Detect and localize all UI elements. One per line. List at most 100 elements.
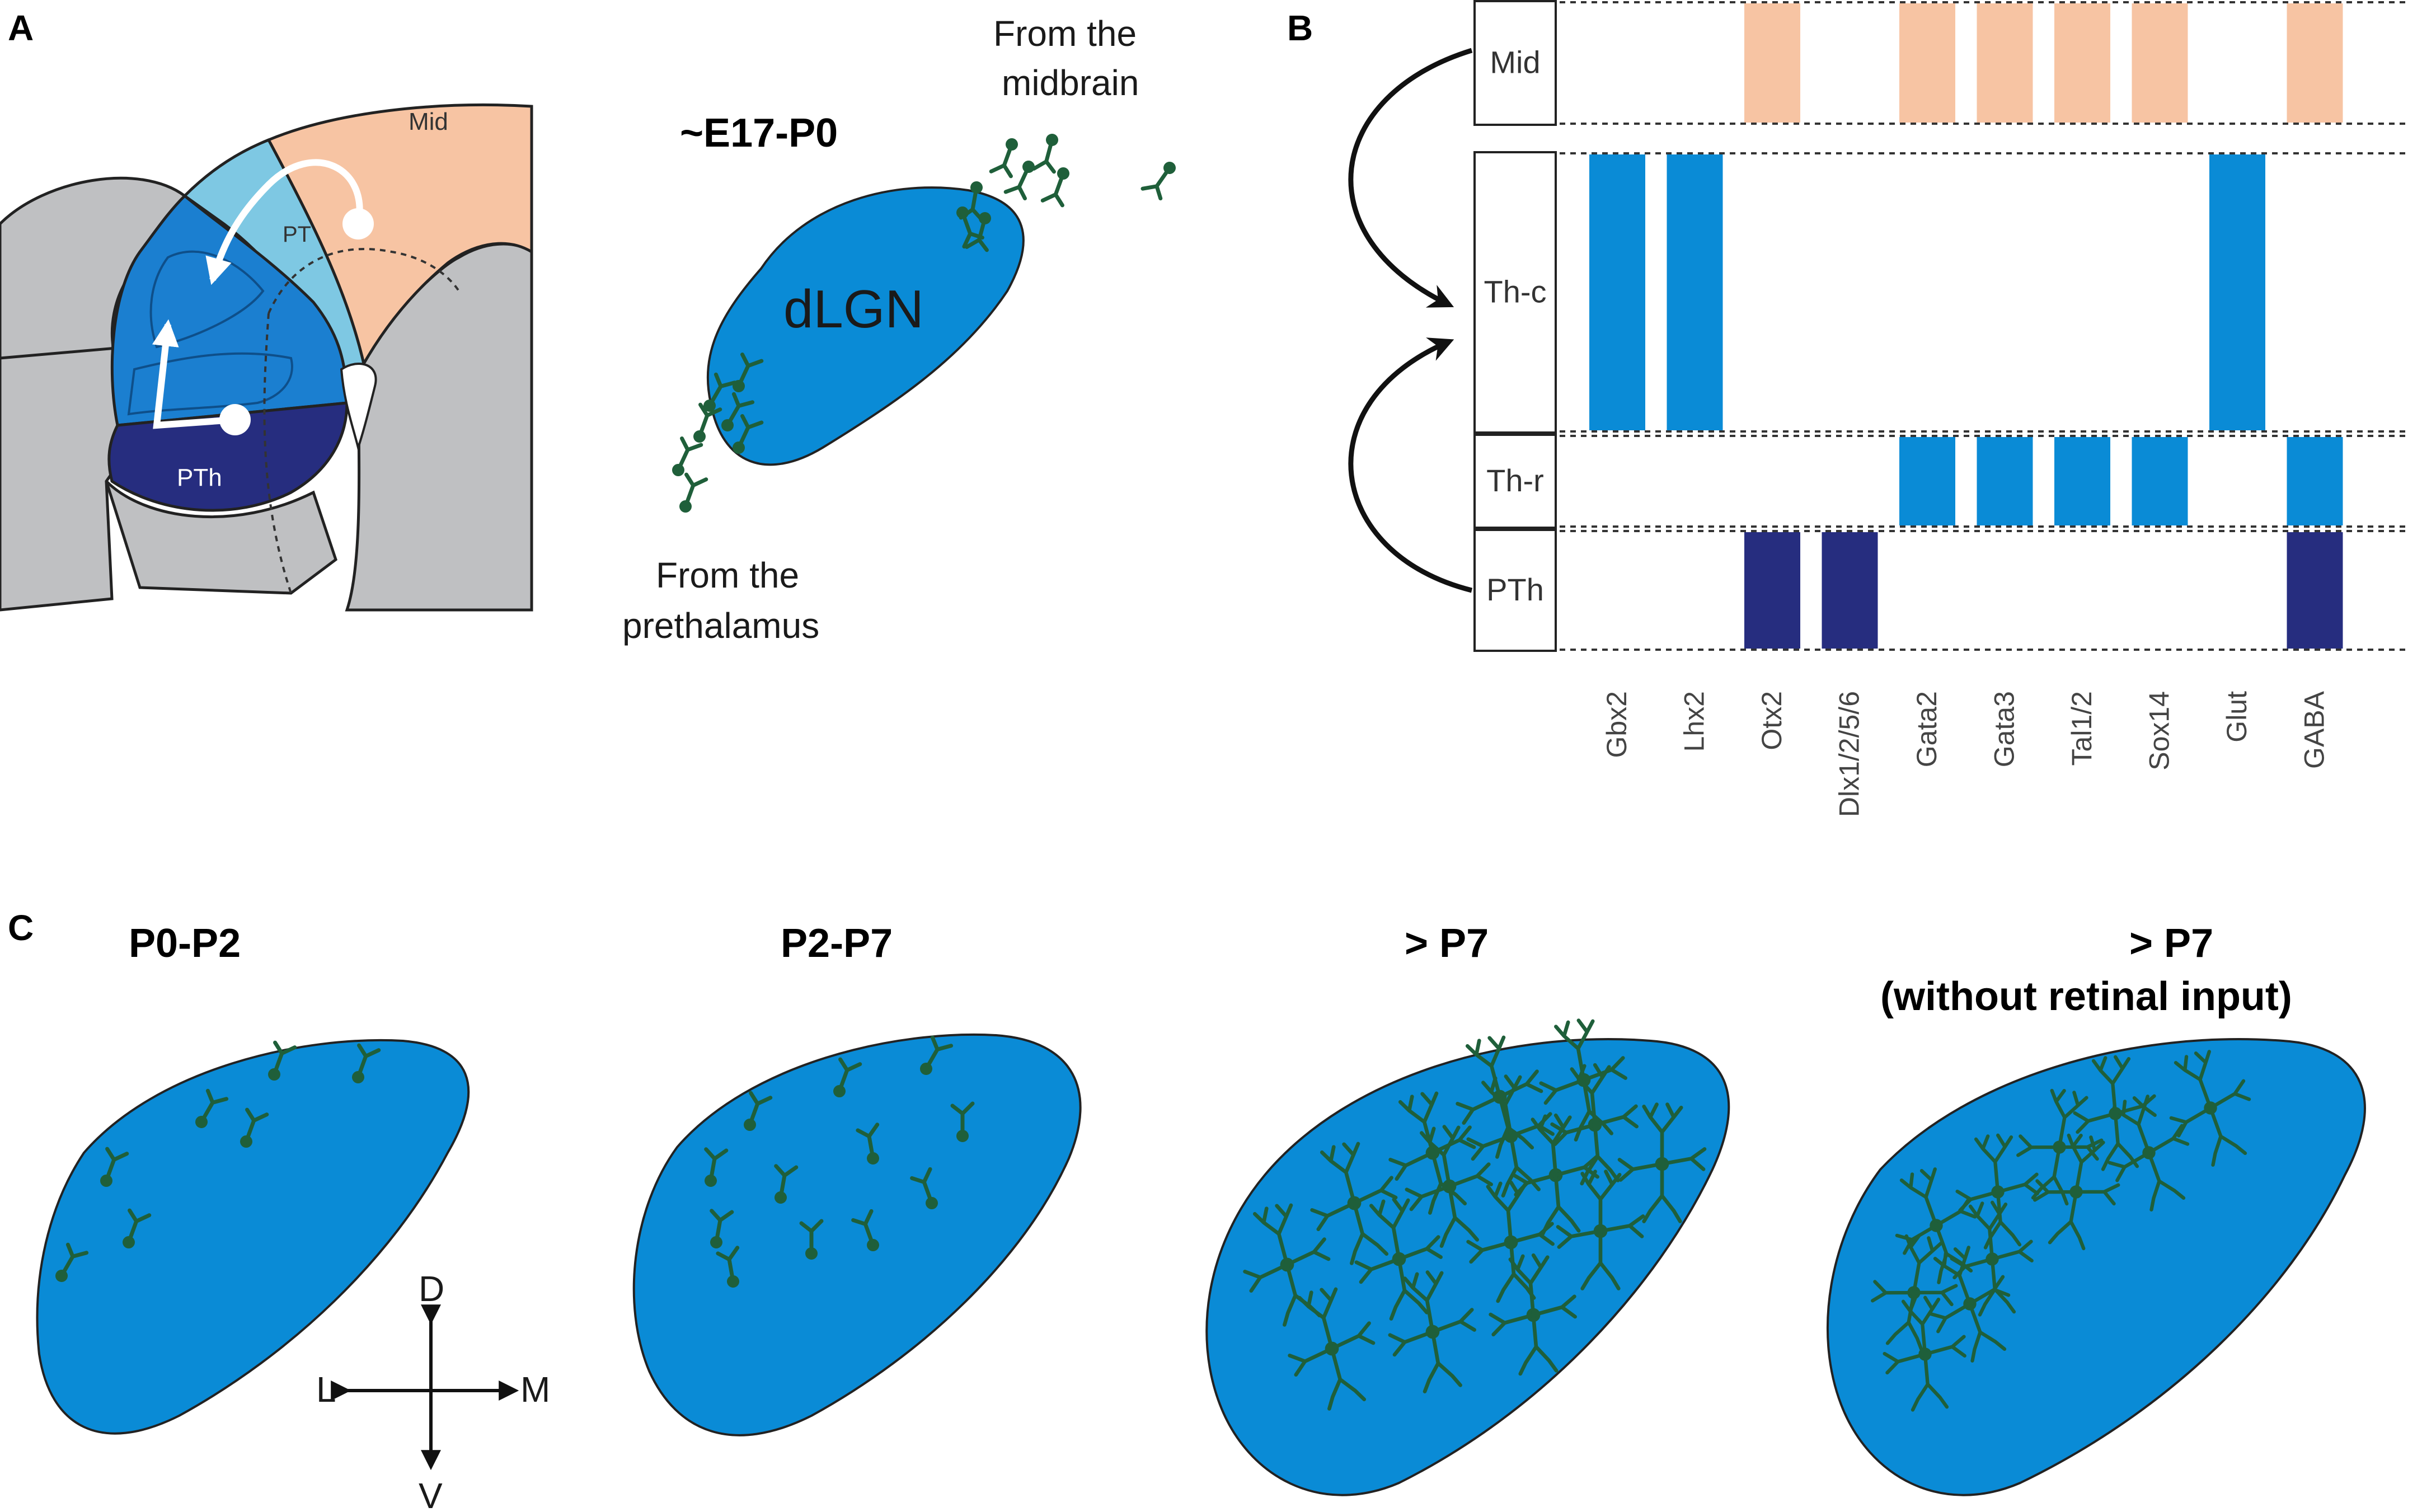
immature-interneuron [956,206,984,249]
gene-label-sox14: Sox14 [2144,691,2175,771]
dlgn-shape-p2-p7 [632,1033,1082,1436]
mature-interneuron [1310,1142,1398,1265]
dlgn-shape-e17 [706,186,1025,466]
arrow-mid-to-thc [1348,48,1473,308]
immature-interneuron [989,138,1018,179]
gene-label-gata2: Gata2 [1911,691,1942,767]
hypothalamus-gray-region [105,480,337,595]
mature-interneuron [1466,1180,1555,1303]
immature-interneuron [100,1147,129,1187]
immature-interneuron [710,1209,734,1248]
immature-interneuron [1040,167,1069,208]
row-label-thr: Th-r [1486,463,1544,498]
panel-a: A [0,8,1176,646]
immature-interneuron [833,1057,862,1097]
interneuron-cluster-e17 [672,134,1176,513]
gene-label-otx2: Otx2 [1756,691,1787,750]
expression-bar-thr-gaba [2287,437,2343,525]
expression-bar-pth-gaba [2287,532,2343,649]
immature-interneuron [693,402,722,443]
immature-interneuron [1032,134,1058,174]
from-prethalamus-line1: From the [656,555,799,595]
mature-interneuron [2107,1095,2190,1212]
immature-interneuron [672,436,703,476]
prethalamus-region [107,401,349,512]
gene-label-gbx2: Gbx2 [1601,691,1632,758]
orientation-compass: D V L M [316,1269,550,1512]
compass-lateral-label: L [316,1369,336,1410]
gene-label-gaba: GABA [2299,691,2330,769]
stage-title-p7-no-retina: > P7 [2129,921,2213,966]
expression-bar-mid-gaba [2287,3,2343,123]
expression-bar-mid-gata3 [1977,3,2033,123]
row-label-thc: Th-c [1484,274,1547,309]
expression-bar-thr-tal12 [2054,437,2110,525]
immature-interneuron [744,1091,773,1131]
immature-interneuron [721,392,755,431]
expression-bar-thc-lhx2 [1667,154,1723,430]
from-midbrain-line2: midbrain [1002,63,1139,103]
immature-interneuron [774,1164,799,1204]
immature-interneuron [123,1208,152,1248]
thalamic-nuclei-outline-2 [127,352,293,416]
immature-interneuron [195,1088,229,1128]
mid-region-label: Mid [409,108,448,135]
expression-bar-pth-otx2 [1744,532,1800,649]
from-prethalamus-line2: prethalamus [622,605,819,646]
immature-interneuron [1003,161,1035,201]
stage-title-p7: > P7 [1405,921,1489,966]
dlgn-shape-p7-no-retina [1826,1037,2366,1496]
immature-interneuron [733,414,764,454]
expression-bar-mid-sox14 [2132,3,2188,123]
mature-interneuron [1405,1125,1493,1248]
immature-interneuron [704,1147,729,1187]
expression-bar-pth-dlx1256 [1822,532,1878,649]
compass-dorsal-label: D [419,1269,444,1309]
expression-bar-mid-tal12 [2054,3,2110,123]
mature-interneuron [1955,1133,2039,1250]
immature-interneuron [733,352,764,392]
mature-interneuron [1288,1287,1376,1411]
stage-label-e17-p0: ~E17-P0 [680,111,838,156]
dlgn-label: dLGN [783,279,924,339]
expression-bar-thc-glut [2209,154,2265,430]
gene-label-dlx1256: Dlx1/2/5/6 [1834,691,1865,817]
stage-title-p2-p7: P2-P7 [781,921,893,966]
mature-interneuron [1354,1198,1443,1321]
mature-interneuron [1928,1246,2011,1363]
immature-interneuron [920,1035,954,1075]
panel-c-label: C [8,908,34,948]
gene-label-gata3: Gata3 [1989,691,2020,767]
row-label-pth: PTh [1486,572,1544,607]
immature-interneuron [679,472,708,513]
mature-interneuron [1617,1102,1707,1223]
panel-b-label: B [1287,8,1313,48]
migration-arrow-from-midbrain [205,159,363,285]
pth-region-label: PTh [177,464,222,491]
immature-interneuron [716,1246,740,1288]
boundary-dashed-1 [267,247,460,314]
mature-interneuron [2169,1050,2251,1167]
mature-interneuron [1556,1170,1645,1290]
gene-label-tal12: Tal1/2 [2066,691,2097,766]
expression-bar-thr-sox14 [2132,437,2188,525]
arrow-pth-to-thc [1348,337,1473,593]
row-label-box [1473,151,1557,434]
expression-bar-thr-gata2 [1899,437,1955,525]
mature-interneuron [1243,1203,1331,1327]
row-label-box [1473,434,1557,529]
expression-bar-thc-gbx2 [1589,154,1645,430]
immature-interneuron [950,1101,975,1142]
immature-interneuron [240,1107,269,1148]
immature-interneuron [1140,162,1176,201]
migration-arrow-from-prethalamus [152,319,236,429]
immature-interneuron [268,1040,297,1081]
expression-bar-mid-otx2 [1744,3,1800,123]
panel-a-label: A [8,8,34,48]
compass-medial-label: M [520,1369,550,1410]
interneurons-panel-c [55,1018,2251,1412]
gene-label-lhx2: Lhx2 [1679,691,1710,752]
mature-interneuron [1871,1234,1958,1351]
dlgn-shape-p0-p2 [36,1039,470,1435]
immature-interneuron [799,1219,824,1260]
